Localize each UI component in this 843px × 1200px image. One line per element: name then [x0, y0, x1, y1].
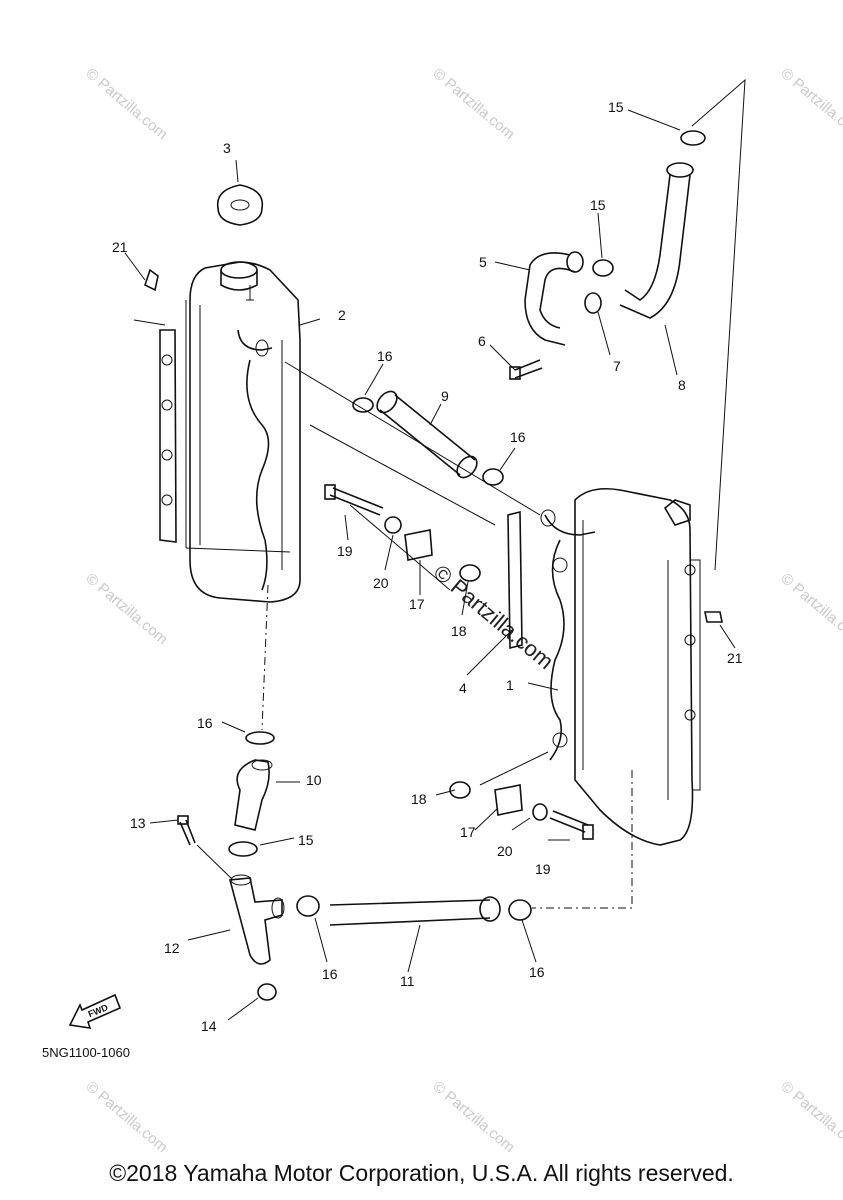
callout-label: 17	[460, 824, 476, 840]
callout-leaders	[124, 109, 736, 1021]
watermark: © Partzilla.com	[777, 570, 843, 648]
callout-label: 10	[306, 772, 322, 788]
watermark-center: © Partzilla.com	[429, 560, 559, 674]
copyright-notice: ©2018 Yamaha Motor Corporation, U.S.A. A…	[109, 1160, 734, 1186]
callout-label: 5	[479, 254, 487, 270]
callout-label: 21	[727, 650, 743, 666]
o-rings	[257, 292, 602, 1001]
callout-label: 3	[223, 140, 231, 156]
callout-label: 12	[164, 940, 180, 956]
callout-label: 21	[112, 239, 128, 255]
strip-4	[507, 510, 523, 650]
callout-label: 16	[322, 966, 338, 982]
diagram-code: 5NG1100-1060	[42, 1045, 130, 1060]
callout-label: 7	[613, 358, 621, 374]
callout-label: 15	[590, 197, 606, 213]
callout-label: 20	[497, 843, 513, 859]
hose-8	[619, 162, 694, 319]
callout-label: 8	[678, 377, 686, 393]
callout-label: 13	[130, 815, 146, 831]
callout-label: 11	[400, 973, 415, 989]
callout-label: 14	[201, 1018, 217, 1034]
callout-label: 16	[510, 429, 526, 445]
callout-label: 20	[373, 575, 389, 591]
watermark: © Partzilla.com	[82, 570, 170, 648]
connection-lines	[133, 78, 746, 909]
callout-label: 16	[529, 964, 545, 980]
watermark: © Partzilla.com	[82, 65, 170, 143]
radiator-cap	[216, 184, 264, 226]
callouts: 3 2 21 15 15 5 6 7 8 16 9 16 19 20 17 18…	[112, 99, 743, 1034]
callout-label: 16	[197, 715, 213, 731]
callout-label: 19	[337, 543, 353, 559]
callout-label: 2	[338, 307, 346, 323]
watermark: © Partzilla.com	[429, 65, 517, 143]
hose-9	[376, 390, 478, 479]
callout-label: 18	[411, 791, 427, 807]
fwd-arrow: FWD	[68, 993, 122, 1029]
hose-11	[329, 896, 501, 926]
callout-label: 9	[441, 388, 449, 404]
fasteners	[144, 268, 723, 846]
callout-label: 16	[377, 348, 393, 364]
right-radiator	[540, 487, 701, 846]
watermark: © Partzilla.com	[777, 65, 843, 143]
hose-clamps	[228, 130, 706, 921]
watermark: © Partzilla.com	[777, 1078, 843, 1156]
callout-label: 4	[459, 680, 467, 696]
callout-label: 15	[298, 832, 314, 848]
callout-label: 18	[451, 623, 467, 639]
callout-label: 6	[478, 333, 486, 349]
hose-5	[524, 251, 584, 346]
hose-10	[234, 759, 273, 831]
joint-12	[228, 874, 285, 965]
callout-label: 17	[409, 596, 425, 612]
callout-label: 19	[535, 861, 551, 877]
watermark: © Partzilla.com	[82, 1078, 170, 1156]
left-radiator	[159, 261, 301, 603]
watermark: © Partzilla.com	[429, 1078, 517, 1156]
callout-label: 15	[608, 99, 624, 115]
callout-label: 1	[506, 677, 514, 693]
